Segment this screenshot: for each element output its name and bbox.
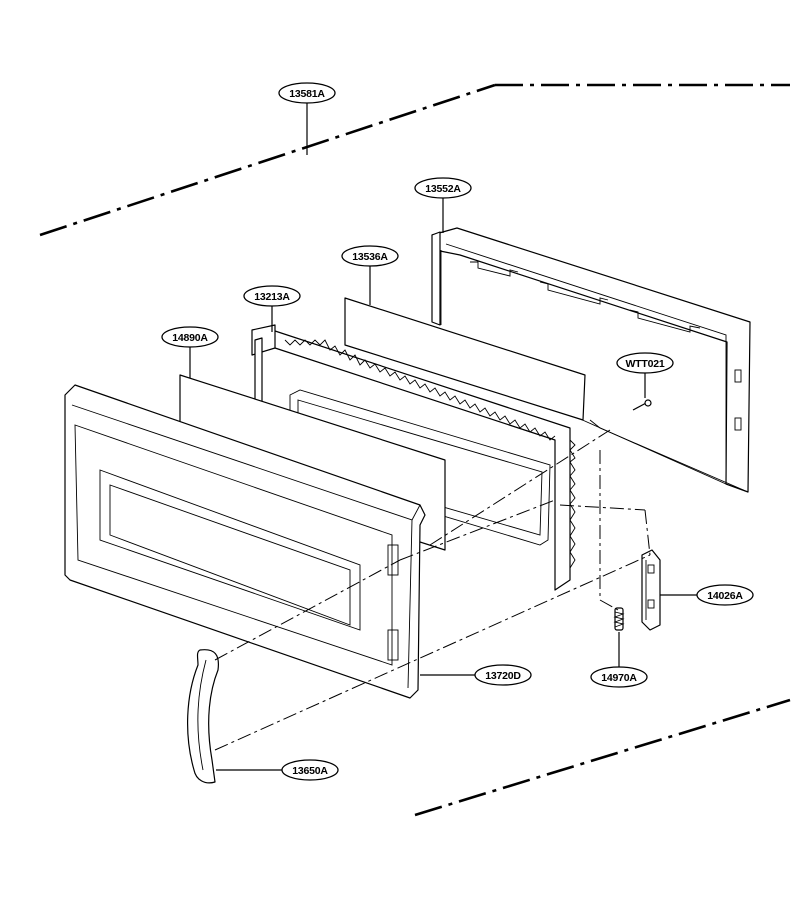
latch-lever-part <box>641 549 661 631</box>
callout-wtt021-label: WTT021 <box>625 358 664 370</box>
callout-14890a-label: 14890A <box>172 332 208 344</box>
handle-part <box>187 649 220 784</box>
callout-13650a[interactable]: 13650A <box>216 759 339 781</box>
callout-13720d-label: 13720D <box>485 670 521 682</box>
assembly-boundary <box>39 83 791 817</box>
callout-13213a[interactable]: 13213A <box>243 285 301 332</box>
callout-13581a-label: 13581A <box>289 88 325 100</box>
inner-frame-part <box>431 227 751 493</box>
callout-14026a-label: 14026A <box>707 590 743 602</box>
callout-13536a[interactable]: 13536A <box>341 245 399 305</box>
assembly-lines <box>214 429 651 751</box>
callout-13650a-label: 13650A <box>292 765 328 777</box>
callout-wtt021[interactable]: WTT021 <box>616 352 674 398</box>
callout-14970a[interactable]: 14970A <box>590 632 648 688</box>
callout-13536a-label: 13536A <box>352 251 388 263</box>
glass-panel-part <box>344 297 586 421</box>
screw-part <box>632 399 652 411</box>
callout-13213a-label: 13213A <box>254 291 290 303</box>
callout-13552a[interactable]: 13552A <box>414 177 472 233</box>
callout-14970a-label: 14970A <box>601 672 637 684</box>
callout-13720d[interactable]: 13720D <box>420 664 532 686</box>
callout-13581a[interactable]: 13581A <box>278 82 336 155</box>
callout-14890a[interactable]: 14890A <box>161 326 219 378</box>
spring-part <box>613 607 625 631</box>
door-body-part <box>64 384 426 699</box>
callout-13552a-label: 13552A <box>425 183 461 195</box>
callout-14026a[interactable]: 14026A <box>660 584 754 606</box>
